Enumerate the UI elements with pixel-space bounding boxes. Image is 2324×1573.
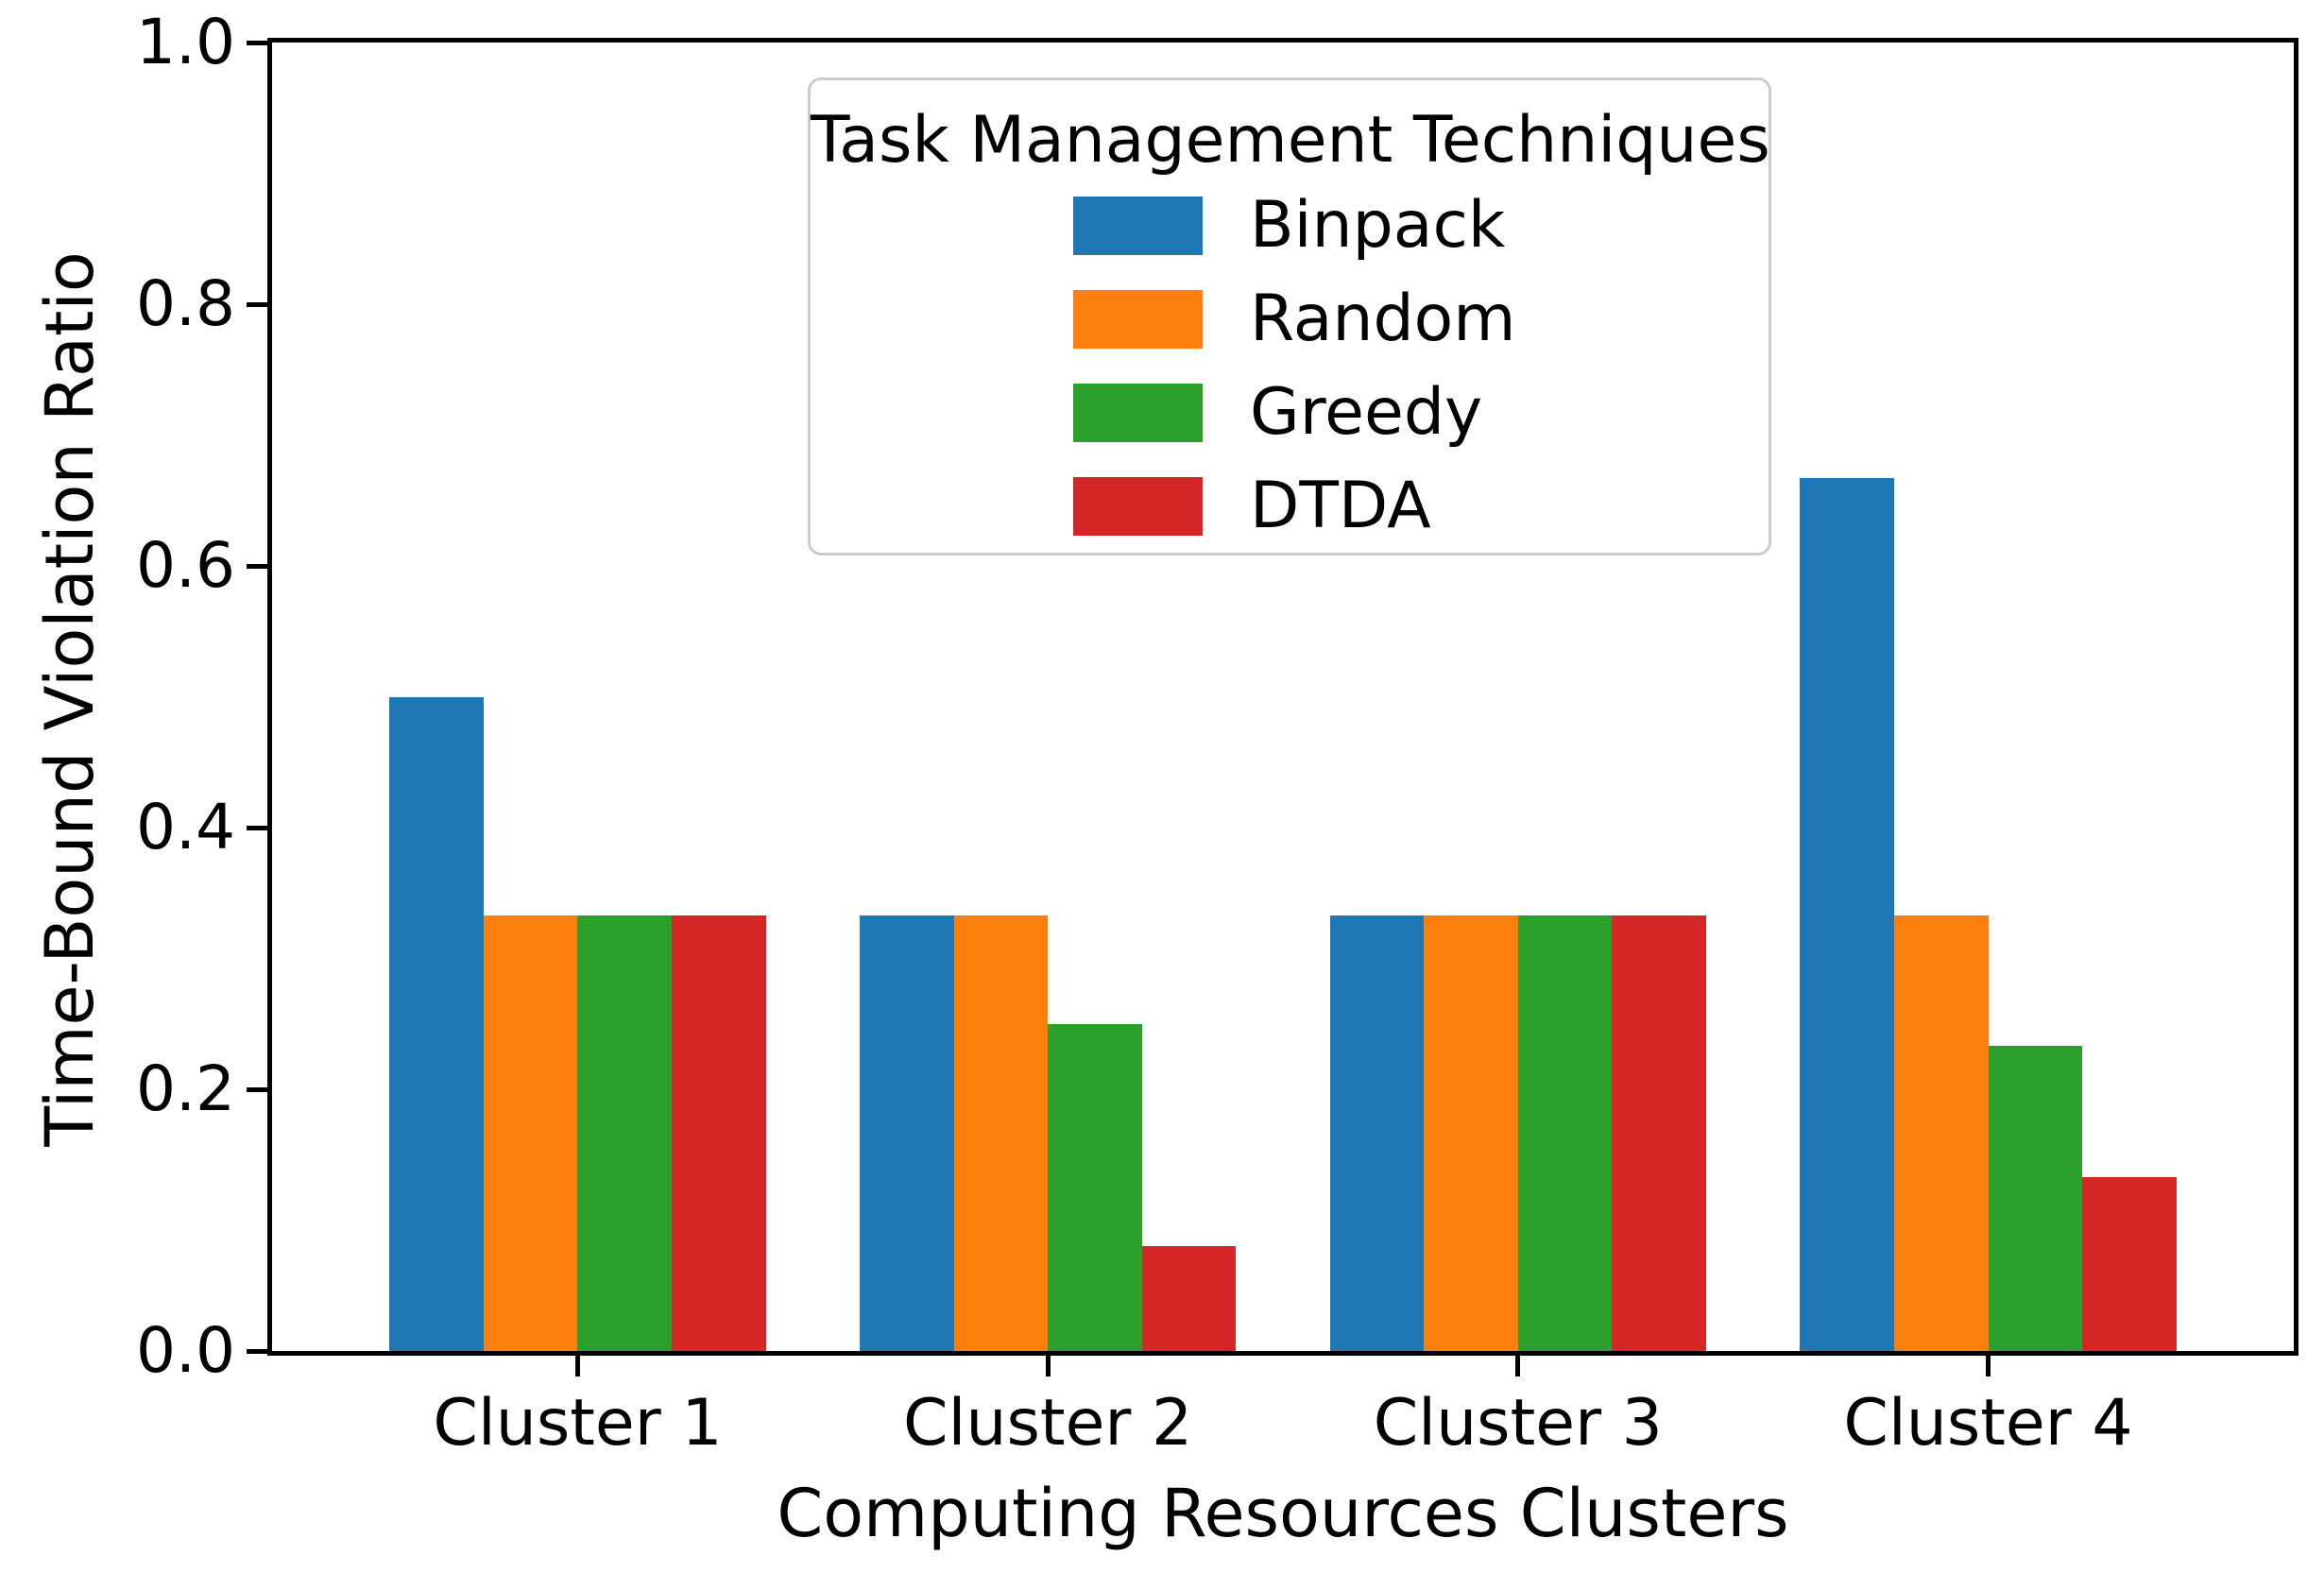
bar-greedy-cluster-2 <box>1048 1023 1142 1351</box>
legend-title: Task Management Techniques <box>811 103 1770 178</box>
legend-label-greedy: Greedy <box>1250 374 1483 450</box>
y-axis-title: Time-Bound Violation Ratio <box>31 251 109 1147</box>
x-tick-mark-2 <box>1045 1356 1051 1376</box>
legend-box: Task Management Techniques Binpack Rando… <box>808 77 1771 556</box>
bar-dtda-cluster-2 <box>1141 1246 1237 1351</box>
x-tick-mark-4 <box>1986 1356 1991 1376</box>
bar-dtda-cluster-3 <box>1612 915 1706 1351</box>
legend-item-random: Random <box>811 272 1769 366</box>
bar-binpack-cluster-3 <box>1329 915 1425 1351</box>
y-tick-mark-0.4 <box>247 825 267 830</box>
legend-label-random: Random <box>1250 281 1516 356</box>
y-tick-mark-0.8 <box>247 301 267 307</box>
bars-layer <box>272 43 2294 1351</box>
bar-binpack-cluster-1 <box>389 696 484 1351</box>
bar-binpack-cluster-4 <box>1800 478 1894 1351</box>
bar-random-cluster-3 <box>1424 915 1518 1351</box>
bar-random-cluster-1 <box>483 915 578 1351</box>
y-tick-label-1.0: 1.0 <box>136 6 235 78</box>
y-tick-label-0.4: 0.4 <box>136 791 235 863</box>
x-tick-label-cluster-2: Cluster 2 <box>903 1386 1193 1461</box>
legend-item-binpack: Binpack <box>811 179 1769 272</box>
y-tick-mark-0.2 <box>247 1086 267 1092</box>
plot-area-frame <box>267 38 2298 1356</box>
x-tick-mark-1 <box>574 1356 580 1376</box>
bar-dtda-cluster-1 <box>672 915 766 1351</box>
bar-dtda-cluster-4 <box>2082 1176 2177 1351</box>
bar-binpack-cluster-2 <box>860 915 954 1351</box>
x-axis-title: Computing Resources Clusters <box>777 1475 1789 1552</box>
y-tick-label-0.8: 0.8 <box>136 267 235 340</box>
x-tick-label-cluster-4: Cluster 4 <box>1843 1386 2133 1461</box>
y-tick-label-0.6: 0.6 <box>136 529 235 602</box>
y-tick-label-0.0: 0.0 <box>136 1314 235 1387</box>
legend-swatch-greedy <box>1073 383 1203 442</box>
bar-greedy-cluster-4 <box>1988 1046 2083 1351</box>
legend-label-dtda: DTDA <box>1250 468 1431 543</box>
legend-swatch-dtda <box>1073 476 1203 536</box>
y-tick-mark-0.6 <box>247 563 267 569</box>
legend-swatch-random <box>1073 289 1203 349</box>
legend-item-dtda: DTDA <box>811 459 1769 553</box>
y-tick-mark-1.0 <box>247 40 267 45</box>
bar-greedy-cluster-1 <box>577 915 673 1351</box>
y-tick-label-0.2: 0.2 <box>136 1052 235 1125</box>
x-tick-mark-3 <box>1515 1356 1521 1376</box>
x-tick-label-cluster-1: Cluster 1 <box>433 1386 723 1461</box>
x-tick-label-cluster-3: Cluster 3 <box>1373 1386 1663 1461</box>
legend-label-binpack: Binpack <box>1250 187 1506 263</box>
bar-random-cluster-4 <box>1893 915 1989 1351</box>
legend-swatch-binpack <box>1073 196 1203 255</box>
y-tick-mark-0.0 <box>247 1348 267 1354</box>
legend-item-greedy: Greedy <box>811 366 1769 459</box>
bar-greedy-cluster-3 <box>1517 915 1613 1351</box>
bar-random-cluster-2 <box>953 915 1049 1351</box>
